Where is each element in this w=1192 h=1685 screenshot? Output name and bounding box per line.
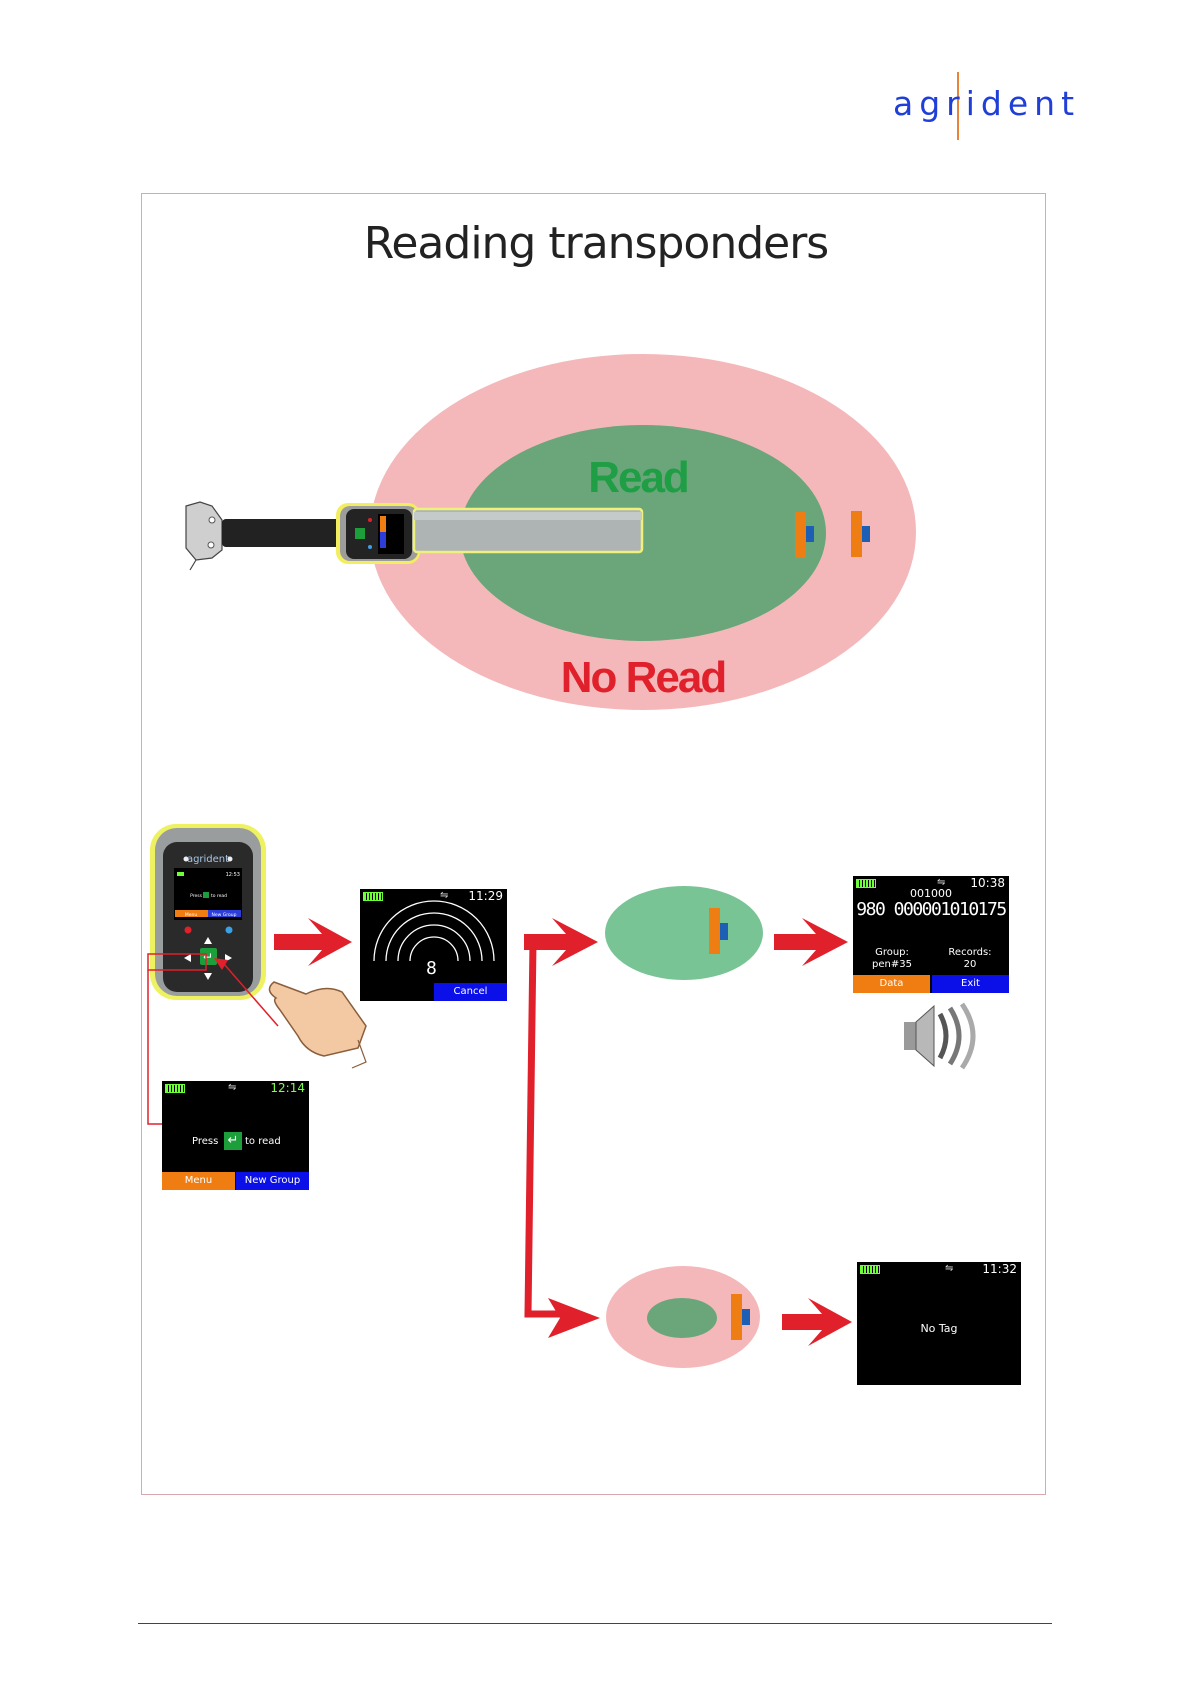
screen-no-tag-time: 11:32	[982, 1262, 1017, 1276]
tag-id: 980 000001010175	[853, 899, 1009, 920]
flow-arrow-1	[274, 918, 352, 966]
handheld-menu: Menu	[185, 912, 198, 918]
mini-zone-no-read	[606, 1266, 760, 1368]
handheld-prompt: Press	[190, 893, 202, 899]
screen-idle: ⇋ 12:14 Press ↵ to read Menu New Group	[162, 1081, 309, 1190]
battery-icon	[165, 1084, 185, 1093]
usb-icon: ⇋	[945, 1263, 953, 1274]
speaker-icon	[904, 1004, 973, 1068]
handheld-prompt-tail: to read	[211, 893, 227, 899]
handheld-brand: agrident	[187, 854, 229, 865]
screen-idle-press: Press	[192, 1136, 218, 1147]
reader-handheld: agrident 12:53 Press to read Menu New Gr…	[150, 824, 266, 1000]
pointing-hand-icon	[269, 982, 366, 1068]
flow-branch-no-read	[528, 942, 600, 1338]
records-label: Records:	[931, 947, 1009, 958]
new-group-button[interactable]: New Group	[236, 1172, 309, 1190]
data-button[interactable]: Data	[853, 975, 930, 993]
screen-no-tag: ⇋ 11:32 No Tag	[857, 1262, 1021, 1385]
usb-icon: ⇋	[228, 1082, 236, 1093]
menu-button[interactable]: Menu	[162, 1172, 235, 1190]
read-label: Read	[588, 453, 688, 502]
mini-zone-read	[605, 886, 763, 980]
group-value: pen#35	[853, 959, 931, 970]
countdown: 8	[426, 958, 437, 979]
svg-text:↵: ↵	[203, 950, 213, 964]
footer-rule	[138, 1623, 1052, 1624]
screen-success: ⇋ 10:38 001000 980 000001010175 Group: p…	[853, 876, 1009, 993]
screen-reading: ⇋ 11:29 8 Cancel	[360, 889, 507, 1001]
cancel-button[interactable]: Cancel	[434, 983, 507, 1001]
exit-button[interactable]: Exit	[932, 975, 1009, 993]
group-label: Group:	[853, 947, 931, 958]
no-read-label: No Read	[561, 653, 725, 702]
screen-idle-time: 12:14	[270, 1081, 305, 1095]
handheld-new-group: New Group	[212, 912, 237, 918]
flow-arrow-4	[782, 1298, 852, 1346]
enter-key-icon: ↵	[224, 1132, 242, 1150]
screen-idle-to-read: to read	[245, 1136, 281, 1147]
records-value: 20	[931, 959, 1009, 970]
flow-arrow-3	[774, 918, 848, 966]
battery-icon	[860, 1265, 880, 1274]
handheld-time: 12:53	[226, 872, 240, 878]
no-tag-message: No Tag	[857, 1322, 1021, 1335]
